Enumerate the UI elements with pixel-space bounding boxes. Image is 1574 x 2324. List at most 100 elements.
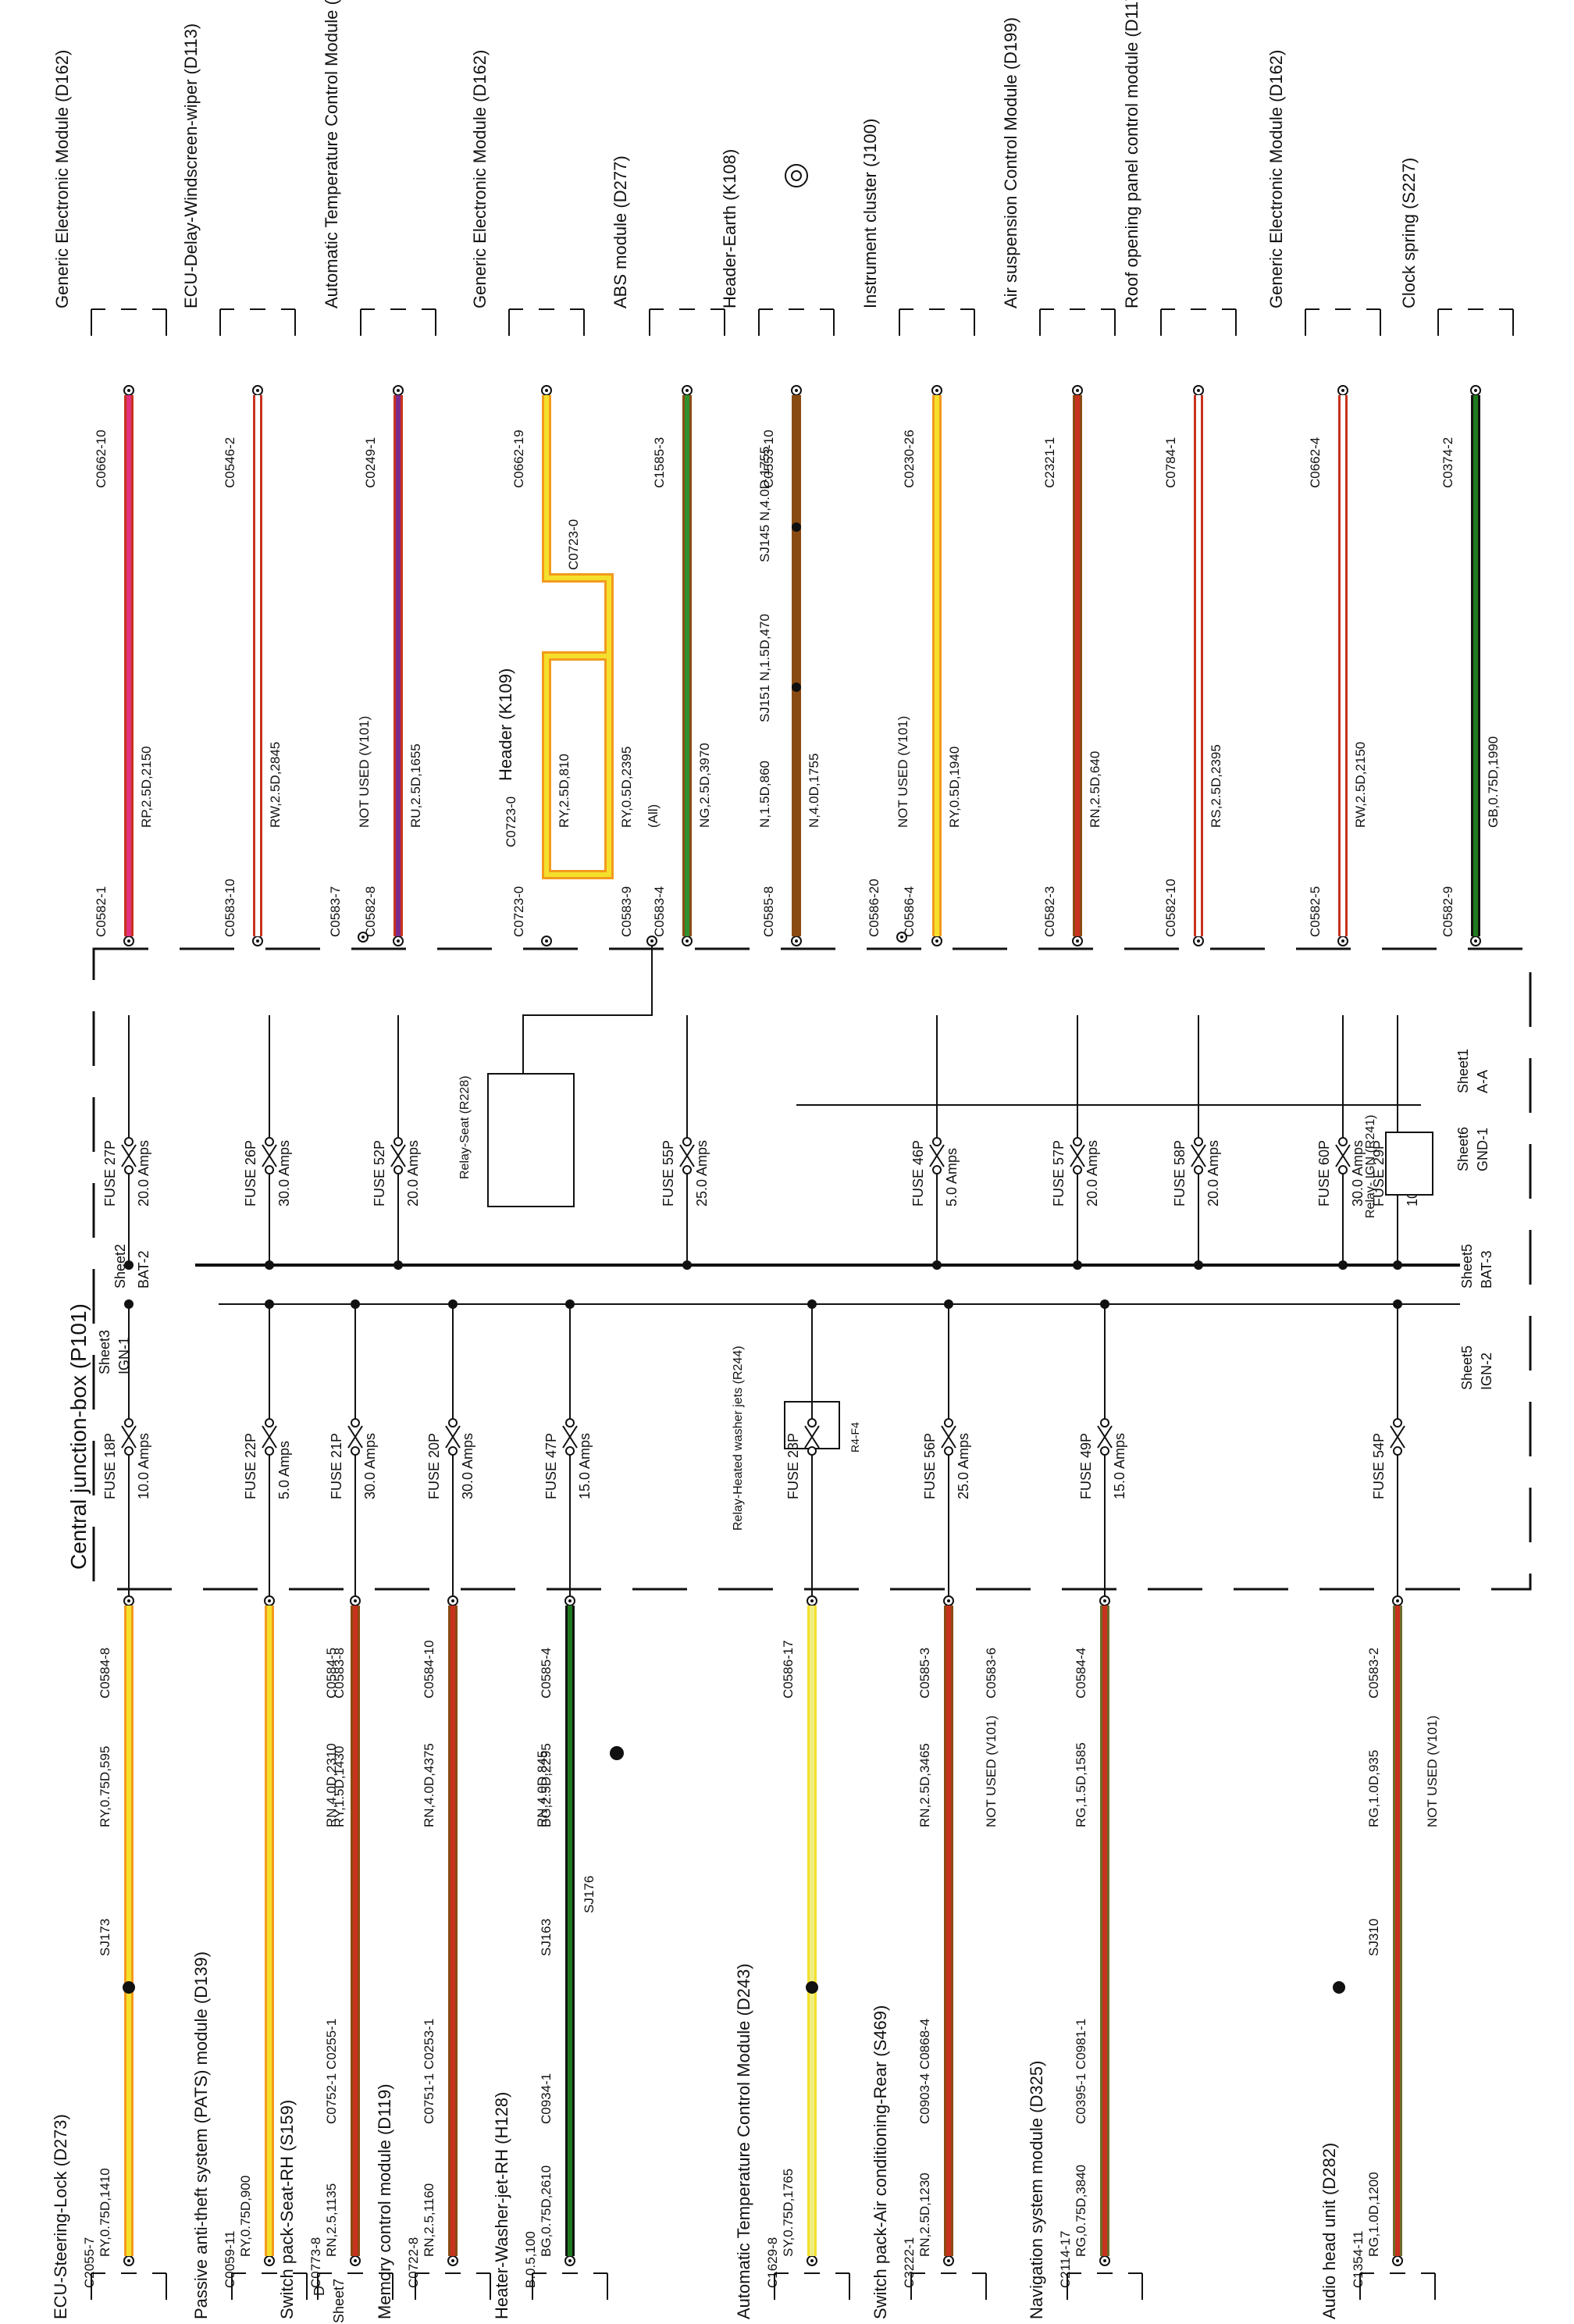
sheet2-label: Sheet2 [112,1244,128,1289]
top-pin-6: C0230-26 [902,430,917,488]
bottom-top-wire-6: RN,2.5D,3465 [917,1743,932,1827]
bottom-fuse-8-end-a [1393,1418,1402,1428]
sheet5a-label: Sheet5 [1459,1244,1475,1289]
bottom-fuse-bus-dot-1 [265,1299,274,1309]
top-fuse-2-end-a [394,1137,403,1146]
c0583-9-ring-center [650,939,653,943]
top-note-2: NOT USED (V101) [357,716,372,828]
bottom-top-ring-8-center [1396,1599,1399,1602]
top-fuse-bus-dot-1 [265,1260,274,1270]
sj173-dot [123,1981,135,1994]
splice-dot [792,683,801,692]
junction-box-title: Central junction-box (P101) [66,1303,91,1570]
top-connector-9 [1305,308,1381,336]
top-wire-label-1: RW,2.5D,2845 [268,742,283,828]
bottom-wire-label-6: RN,2.5D,1230 [917,2173,932,2257]
header-k109-label: Header (K109) [496,668,515,781]
bottom-top-ring-0-center [127,1599,130,1602]
top-fuse-5-end-b [1073,1165,1082,1174]
top-note-pin-6: C0586-20 [867,879,881,937]
top-fuse-1-end-a [265,1137,274,1146]
top-fuse-amps-5: 20.0 Amps [1084,1140,1100,1207]
top-bottom-pin-1: C0583-10 [223,879,237,937]
bottom-top-pin-7: C0584-4 [1074,1648,1088,1698]
bottom-connector-1 [231,2272,308,2300]
relay-seat-label: Relay-Seat (R228) [458,1076,472,1180]
top-connector-10 [1437,308,1514,336]
top-pin-ring-5-center [795,389,798,392]
top-bottom-pin-3: C0723-0 [511,886,526,937]
top-fuse-1-end-b [265,1165,274,1174]
top-pin-9: C0662-4 [1308,437,1323,488]
bottom-fuse-name-2: FUSE 21P [329,1433,344,1499]
bottom-pin-3: C0722-8 [406,2237,421,2288]
sheet6-label: Sheet6 [1455,1127,1471,1171]
not-used-1: NOT USED (V101) [984,1716,999,1827]
bottom-fuse-5-end-b [807,1446,817,1456]
gnd1-label: GND-1 [1475,1128,1490,1171]
bottom-top-ring-7-center [1103,1599,1106,1602]
bottom-top-pin-8: C0583-2 [1366,1648,1381,1698]
top-bottom-pin-5: C0585-8 [761,886,776,937]
top-connector-2 [360,308,436,336]
top-fuse-5 [1070,1144,1085,1167]
bat3-label: BAT-3 [1479,1250,1494,1289]
top-fuse-bus-dot-5 [1073,1260,1082,1270]
bottom-fuse-1-end-b [265,1446,274,1456]
bottom-fuse-0-end-b [124,1446,134,1456]
top-bottom-pin-0: C0582-1 [94,886,109,937]
top-fuse-bus-dot-2 [394,1260,403,1270]
bottom-top-ring-5-center [810,1599,814,1602]
ign2-label: IGN-2 [1479,1353,1494,1390]
top-note-pin-2: C0583-7 [328,886,343,937]
bottom-connector-2 [317,2272,394,2300]
bottom-fuse-name-3: FUSE 20P [426,1433,442,1499]
top-module-label-10: Clock spring (S227) [1399,158,1419,308]
bottom-fuse-5 [804,1425,820,1449]
bottom-pin-0: C2055-7 [82,2237,97,2288]
bottom-connector-6 [910,2272,987,2300]
sj310-dot [1333,1981,1345,1994]
top-fuse-6-end-a [1194,1137,1203,1146]
bottom-module-label-0: ECU-Steering-Lock (D273) [51,2114,70,2319]
top-fuse-bus-dot-8 [1393,1260,1402,1270]
top-module-label-6: Instrument cluster (J100) [860,119,880,308]
top-pin-0: C0662-10 [94,430,109,488]
top-bottom-pin-10: C0582-9 [1440,886,1455,937]
top-fuse-amps-0: 20.0 Amps [136,1140,151,1207]
top-bottom-ring-0-center [127,939,130,943]
top-bottom-ring-2-center [397,939,400,943]
top-bottom-pin-8: C0582-10 [1163,879,1178,937]
bottom-pin-8: C1354-11 [1351,2231,1366,2288]
sheet7-label: Sheet7 [331,2279,347,2323]
top-fuse-bus-dot-7 [1338,1260,1348,1270]
bottom-fuse-name-7: FUSE 49P [1078,1433,1094,1499]
bottom-wire-label-1: RY,0.75D,900 [238,2176,253,2257]
top-bottom-ring-3-center [545,939,548,943]
bottom-wire-label-7: RG,0.75D,3840 [1074,2165,1088,2257]
bottom-fuse-bus-dot-4 [565,1299,575,1309]
relay-ign-label: Relay- IGN (R241) [1364,1115,1377,1218]
top-module-label-5: Header-Earth (K108) [720,149,739,308]
top-fuse-name-4: FUSE 46P [910,1140,926,1207]
top-wire-label-2: RU,2.5D,1655 [408,743,423,828]
bottom-fuse-3 [445,1425,461,1449]
bottom-mid-3: C0751-1 C0253-1 [422,2019,436,2124]
top-wire-label-8: RS,2.5D,2395 [1209,744,1223,828]
bottom-mid-6: C0903-4 C0868-4 [917,2019,932,2124]
bottom-top-pin-2: C0584-5 [324,1648,339,1698]
top-fuse-2-end-b [394,1165,403,1174]
ground-terminal-inner [791,170,802,181]
k109-right-pin: C0723-0 [566,519,581,570]
top-pin-1: C0546-2 [223,437,237,488]
top-bottom-pin-4: C0583-4 [652,886,667,937]
top-bottom-ring-4-center [686,939,689,943]
ry15-wire: RY,1.5D,1430 [332,1746,347,1827]
rn4-845-wire: RN,4.0D,845 [535,1751,550,1827]
top-pin-ring-6-center [935,389,938,392]
top-fuse-7-end-b [1338,1165,1348,1174]
bottom-splice-0: SJ173 [98,1919,112,1956]
bottom-fuse-amps-4: 15.0 Amps [577,1433,593,1499]
relay-washer-pin: R4-F4 [849,1422,861,1452]
bottom-mid-4: C0934-1 [539,2073,554,2124]
